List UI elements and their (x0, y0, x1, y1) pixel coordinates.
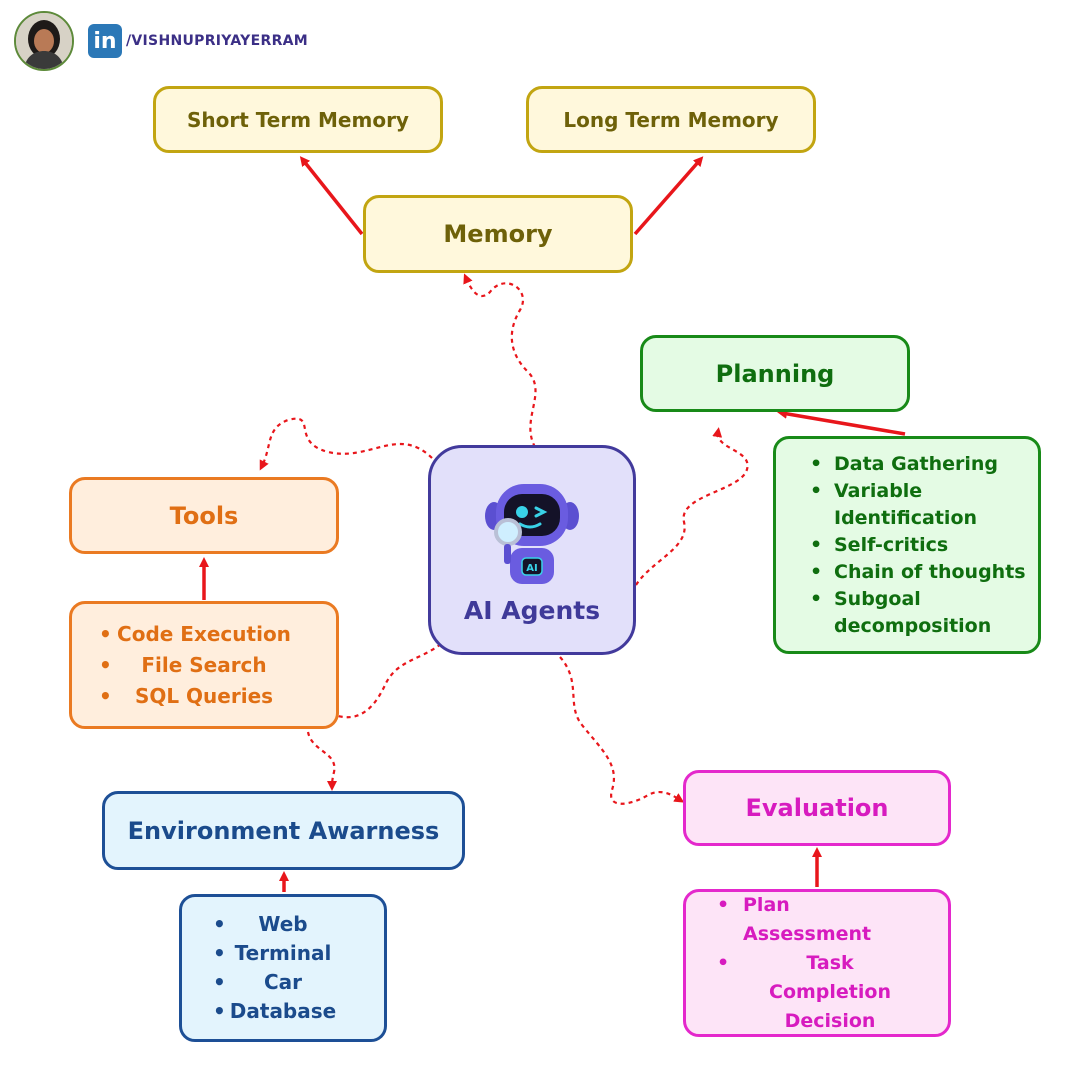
environment-title: Environment Awarness (127, 816, 440, 845)
planning-list-box: •Data Gathering •Variable Identification… (773, 436, 1041, 654)
list-item: •Task Completion Decision (717, 951, 891, 1032)
dashed-link-memory (463, 273, 537, 448)
dashed-link-tools-list (337, 643, 442, 719)
evaluation-list: •Plan Assessment •Task Completion Decisi… (717, 891, 917, 1036)
avatar-icon (14, 11, 74, 71)
author-header: in /VISHNUPRIYAYERRAM (14, 8, 308, 74)
list-item: •Terminal (213, 941, 332, 965)
list-item: •Database (213, 999, 337, 1023)
arrow-memory-long (633, 156, 704, 236)
short-term-memory-label: Short Term Memory (187, 107, 409, 132)
memory-box: Memory (363, 195, 633, 273)
evaluation-list-box: •Plan Assessment •Task Completion Decisi… (683, 889, 951, 1037)
linkedin-handle[interactable]: /VISHNUPRIYAYERRAM (126, 33, 309, 49)
list-item: •Plan Assessment (717, 893, 872, 945)
list-item: •Data Gathering (810, 452, 999, 475)
memory-title: Memory (443, 220, 553, 248)
arrow-memory-short (299, 156, 364, 236)
arrow-planning-list (777, 408, 906, 436)
list-item: •Chain of thoughts (810, 560, 1026, 583)
ai-agents-label: AI Agents (463, 596, 601, 625)
robot-icon: AI (472, 470, 592, 590)
dashed-link-tools (259, 417, 433, 471)
list-item: •Variable Identification (810, 479, 978, 529)
long-term-memory-box: Long Term Memory (526, 86, 816, 153)
tools-box: Tools (69, 477, 339, 554)
list-item: •Self-critics (810, 533, 949, 556)
planning-box: Planning (640, 335, 910, 412)
dashed-link-planning (635, 427, 749, 586)
environment-list-box: •Web •Terminal •Car •Database (179, 894, 387, 1042)
long-term-memory-label: Long Term Memory (563, 107, 779, 132)
list-item: •Car (213, 970, 303, 994)
planning-title: Planning (715, 359, 835, 388)
tools-list-box: •Code Execution •File Search •SQL Querie… (69, 601, 339, 729)
tools-title: Tools (169, 501, 239, 530)
short-term-memory-box: Short Term Memory (153, 86, 443, 153)
list-item: •Web (213, 912, 308, 936)
list-item: •Subgoal decomposition (810, 587, 992, 637)
evaluation-box: Evaluation (683, 770, 951, 846)
robot-badge: AI (526, 563, 537, 574)
list-item: •Code Execution (99, 621, 291, 646)
evaluation-title: Evaluation (745, 794, 889, 822)
ai-agents-box: AI AI Agents (428, 445, 636, 655)
environment-list: •Web •Terminal •Car •Database (213, 910, 353, 1026)
environment-box: Environment Awarness (102, 791, 465, 870)
linkedin-icon[interactable]: in (88, 24, 122, 58)
planning-list: •Data Gathering •Variable Identification… (810, 451, 1026, 640)
dashed-link-evaluation (559, 656, 685, 805)
tools-list: •Code Execution •File Search •SQL Querie… (99, 619, 309, 712)
dashed-link-environment (306, 731, 338, 791)
list-item: •File Search (99, 652, 267, 677)
list-item: •SQL Queries (99, 683, 274, 708)
